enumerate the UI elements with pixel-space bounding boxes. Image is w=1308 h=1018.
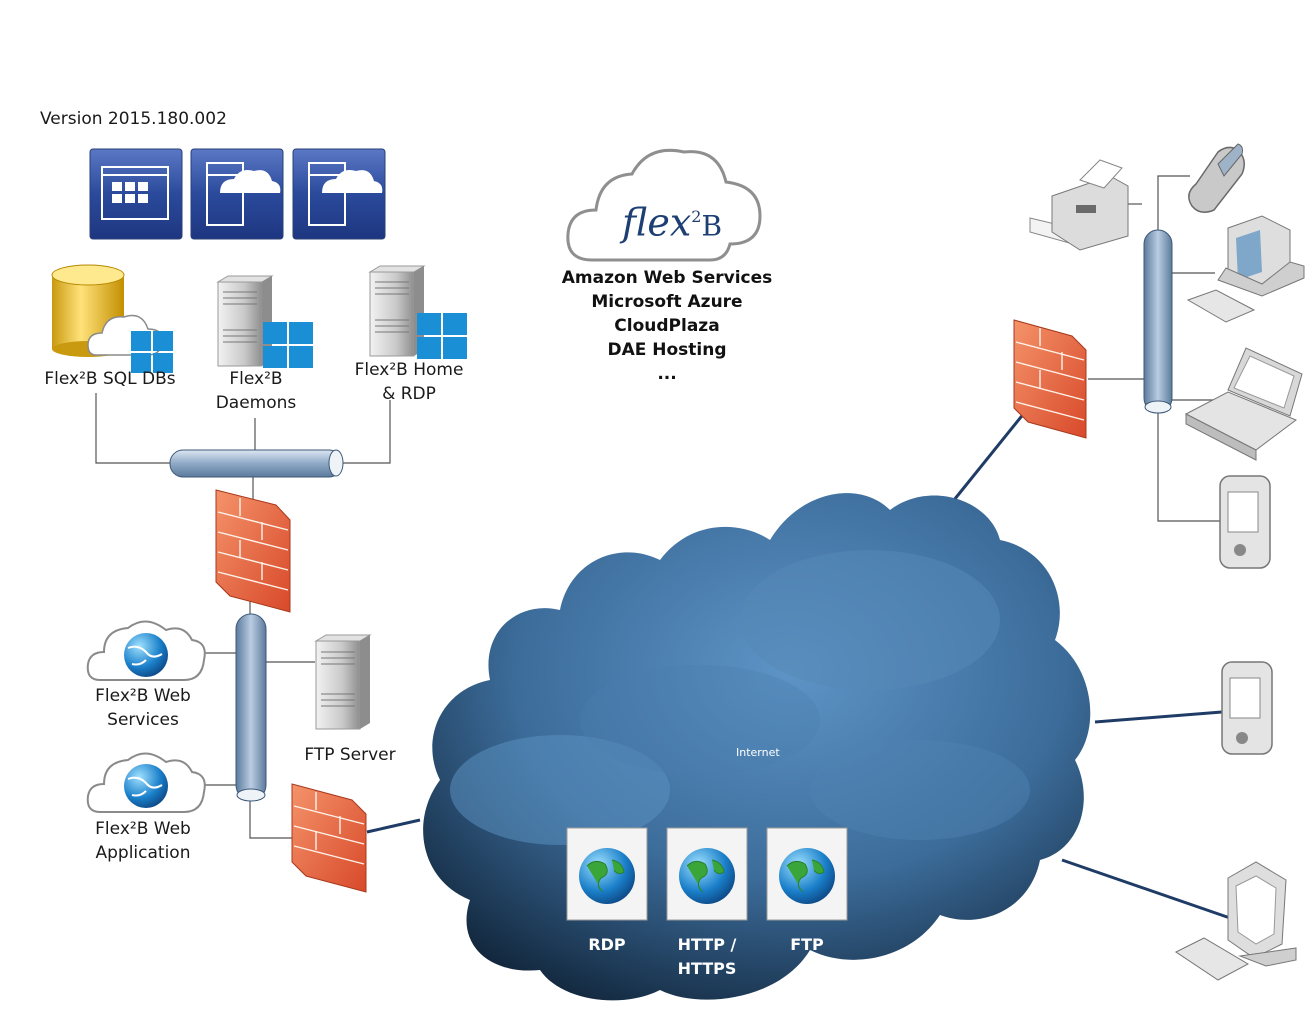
web-application-cloud-icon (86, 752, 206, 813)
database-icon (51, 264, 125, 357)
http-globe-icon (666, 827, 748, 921)
server-icon (368, 265, 426, 357)
provider-item: CloudPlaza (614, 316, 720, 336)
laptop-icon (1184, 347, 1303, 461)
desktop-computer-icon (1186, 215, 1305, 323)
protocol-http-label: HTTP / HTTPS (677, 935, 737, 978)
hosting-providers-list: Amazon Web Services Microsoft Azure Clou… (547, 266, 787, 386)
network-bus (1143, 229, 1173, 414)
provider-item: ... (657, 364, 677, 384)
firewall-icon (291, 783, 367, 893)
app-tile-icon (89, 148, 183, 240)
handheld-device-icon (1221, 661, 1273, 755)
windows-logo-icon (417, 313, 467, 359)
ftp-server-icon (314, 634, 372, 730)
handheld-device-icon (1219, 475, 1271, 569)
provider-item: Microsoft Azure (591, 292, 743, 312)
mobile-phone-icon (1188, 143, 1245, 213)
version-label: Version 2015.180.002 (40, 109, 227, 129)
network-bus (169, 449, 344, 478)
provider-item: DAE Hosting (607, 340, 727, 360)
hosting-cloud-icon (566, 148, 762, 262)
network-bus (235, 613, 267, 802)
windows-logo-icon (263, 322, 313, 368)
windows-logo-icon (131, 331, 173, 373)
ftp-server-label: FTP Server (304, 745, 396, 765)
web-application-label: Flex²B Web Application (95, 819, 191, 863)
cloud-server-tile-icon (190, 148, 284, 240)
home-rdp-label: Flex²B Home & RDP (354, 360, 464, 404)
protocol-ftp-label: FTP (790, 935, 824, 954)
provider-item: Amazon Web Services (561, 268, 773, 288)
protocol-rdp-label: RDP (588, 935, 626, 954)
firewall-icon (1013, 319, 1087, 439)
internet-label: Internet (736, 746, 780, 759)
flex2b-logo: flex2B (621, 200, 723, 245)
daemons-label: Flex²B Daemons (215, 369, 297, 413)
firewall-icon (215, 489, 291, 613)
sql-db-label: Flex²B SQL DBs (44, 369, 176, 389)
web-services-label: Flex²B Web Services (95, 686, 191, 730)
wan-links (366, 411, 1231, 920)
rdp-globe-icon (566, 827, 648, 921)
connector-lines (95, 175, 1220, 839)
web-services-cloud-icon (86, 620, 206, 681)
cloud-server-tile-icon (292, 148, 386, 240)
desktop-computer-icon (1175, 861, 1297, 981)
ftp-globe-icon (766, 827, 848, 921)
printer-icon (1029, 159, 1129, 251)
